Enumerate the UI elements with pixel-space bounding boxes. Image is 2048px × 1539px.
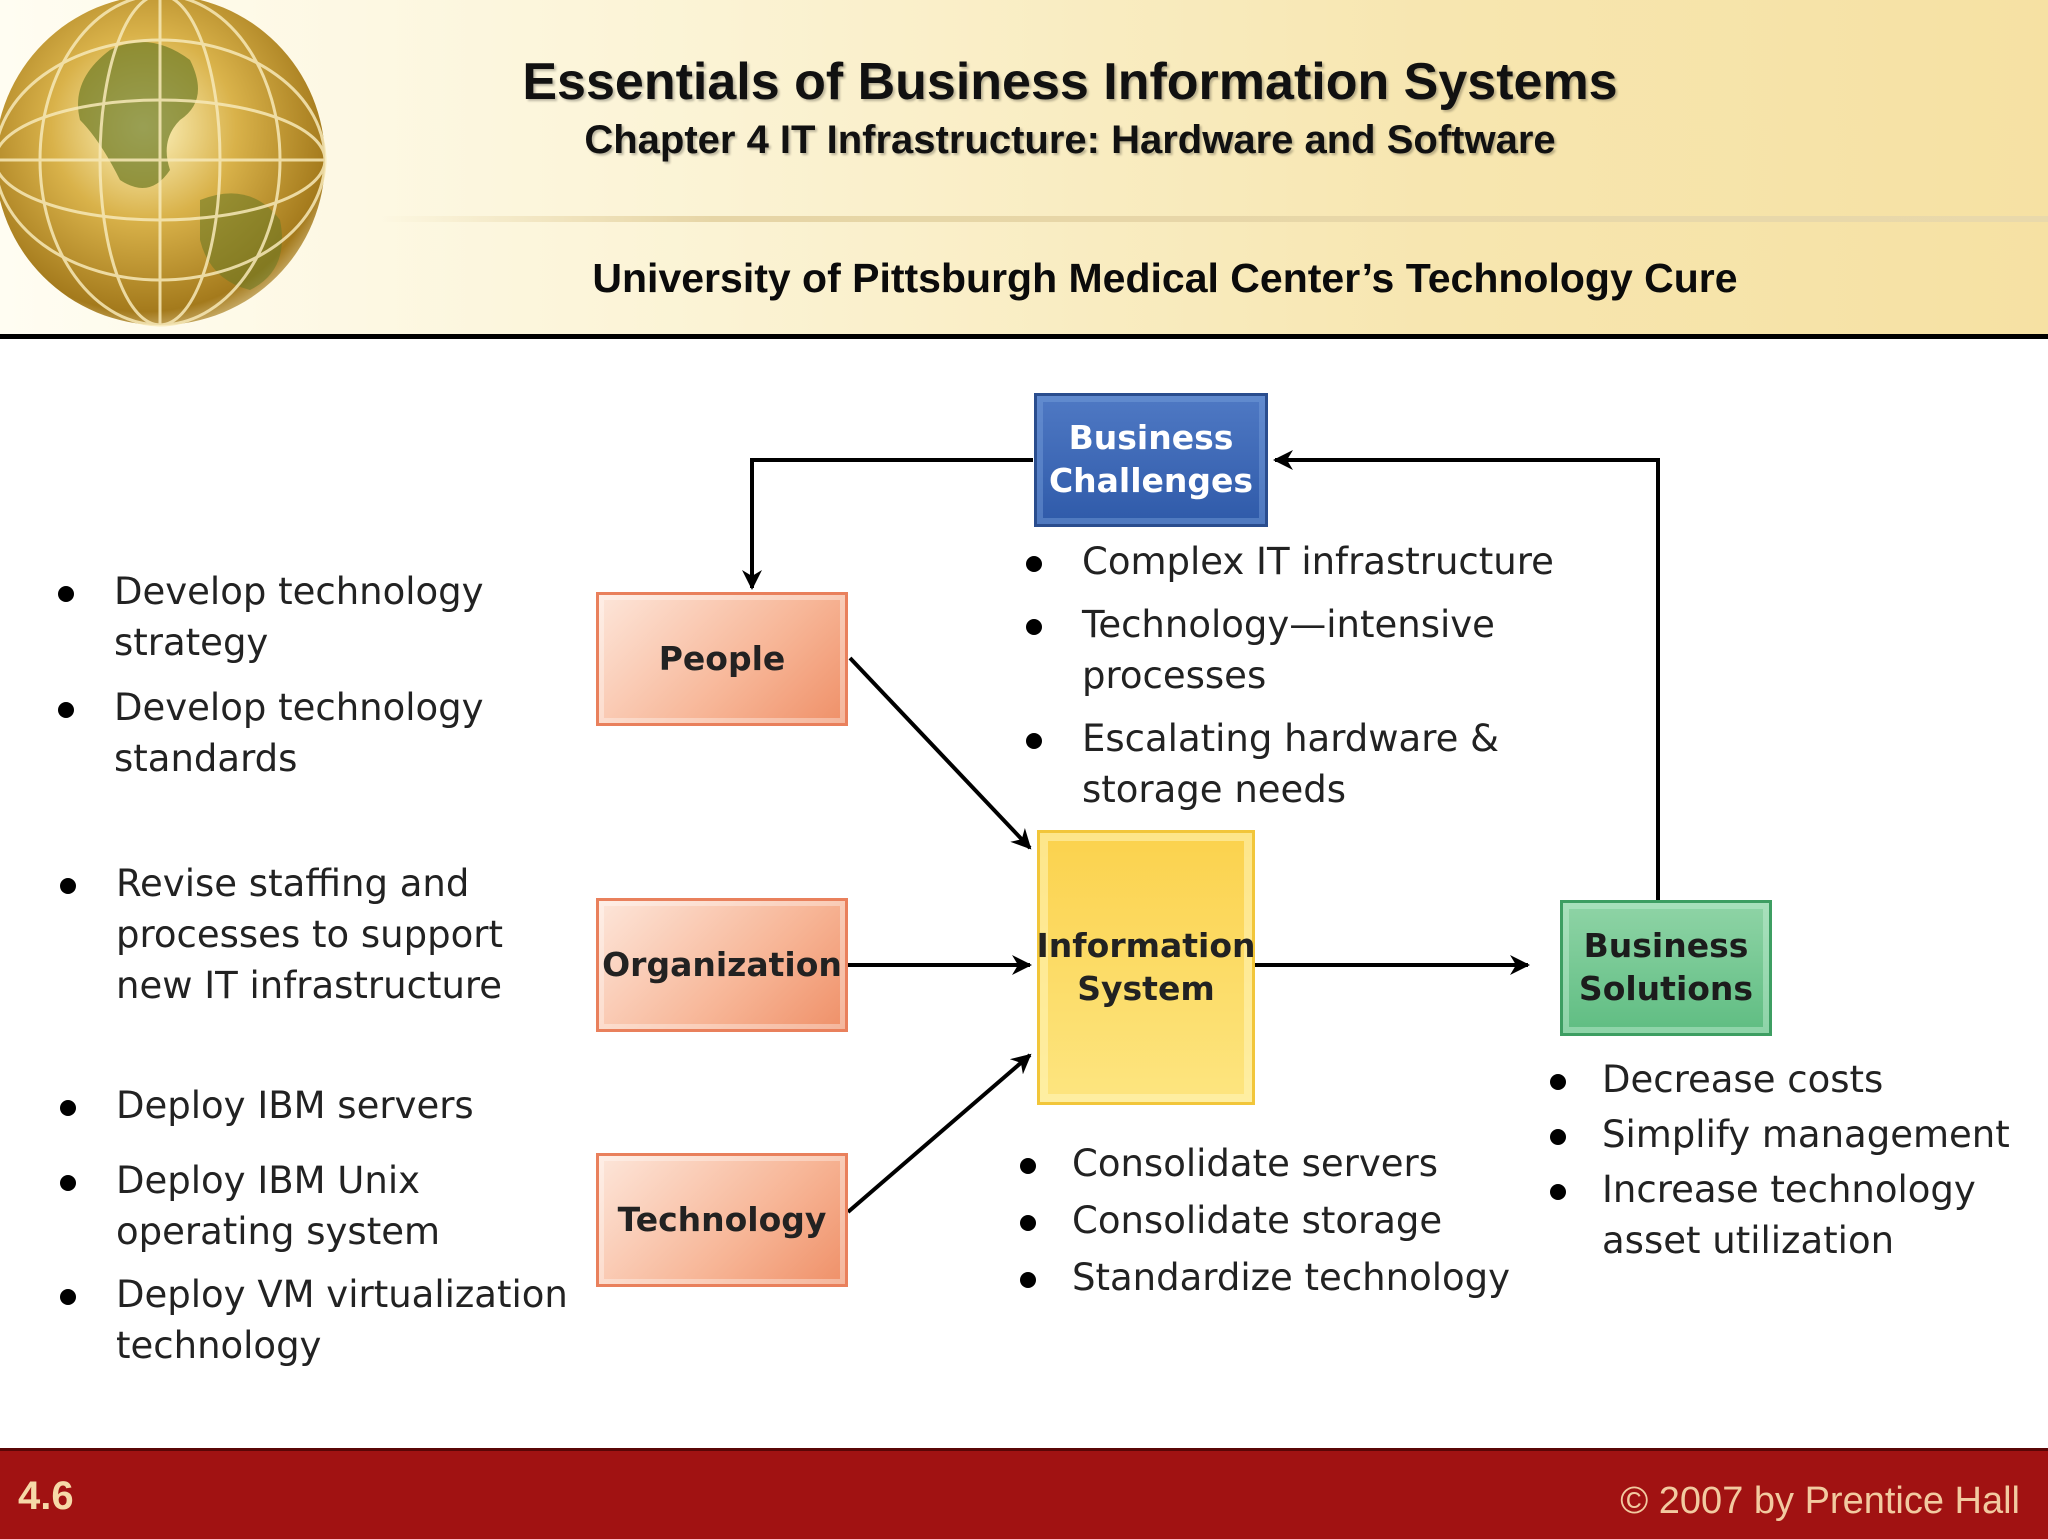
slide-header [0,0,2048,336]
organization-label: Organization [602,944,842,984]
technology-box: Technology [596,1153,848,1287]
list-item: Complex IT infrastructure [1022,536,1582,587]
chapter-title: Chapter 4 IT Infrastructure: Hardware an… [584,118,1556,162]
technology-label: Technology [617,1199,827,1239]
list-item: Revise staffing and processes to support… [56,858,546,1011]
challenges-list: Complex IT infrastructure Technology—int… [1022,536,1582,815]
people-label: People [658,638,786,678]
solutions-list: Decrease costs Simplify management Incre… [1546,1054,2046,1266]
slide-number: 4.6 [18,1474,74,1518]
business-challenges-label-line1: Business [1068,418,1234,458]
list-item: Develop technology strategy [54,566,544,668]
arrow-people-to-system [848,656,1032,850]
list-item: Increase technology asset utilization [1546,1164,2046,1266]
information-system-label-line1: Information [1036,925,1256,965]
list-item: Simplify management [1546,1109,2046,1160]
business-solutions-label-line2: Solutions [1578,969,1754,1008]
arrow-technology-to-system [846,1053,1032,1214]
information-system-label-line2: System [1077,968,1215,1008]
globe-icon [0,0,327,327]
list-item: Deploy IBM servers [56,1080,596,1131]
business-challenges-label-line2: Challenges [1048,461,1254,500]
list-item: Deploy VM virtualization technology [56,1269,596,1371]
header-rule [0,334,2048,339]
list-item: Escalating hardware & storage needs [1022,713,1582,815]
header-divider [380,216,2048,222]
list-item: Consolidate servers [1016,1138,1556,1189]
list-item: Standardize technology [1016,1252,1556,1303]
organization-list: Revise staffing and processes to support… [56,858,546,1011]
people-box: People [596,592,848,726]
arrow-challenges-to-people [742,458,1033,590]
system-list: Consolidate servers Consolidate storage … [1016,1138,1556,1303]
organization-box: Organization [596,898,848,1032]
list-item: Decrease costs [1546,1054,2046,1105]
business-solutions-label-line1: Business [1583,926,1749,966]
list-item: Technology—intensive processes [1022,599,1582,701]
slide-title: University of Pittsburgh Medical Center’… [592,255,1738,301]
copyright-notice: © 2007 by Prentice Hall [1620,1480,2020,1522]
course-title: Essentials of Business Information Syste… [522,53,1618,111]
slide-footer [0,1448,2048,1539]
people-list: Develop technology strategy Develop tech… [54,566,544,784]
list-item: Consolidate storage [1016,1195,1556,1246]
list-item: Deploy IBM Unix operating system [56,1155,596,1257]
list-item: Develop technology standards [54,682,544,784]
diagram-arrows [742,450,1660,1214]
arrow-solutions-to-challenges [1273,450,1660,900]
technology-list: Deploy IBM servers Deploy IBM Unix opera… [56,1080,596,1371]
